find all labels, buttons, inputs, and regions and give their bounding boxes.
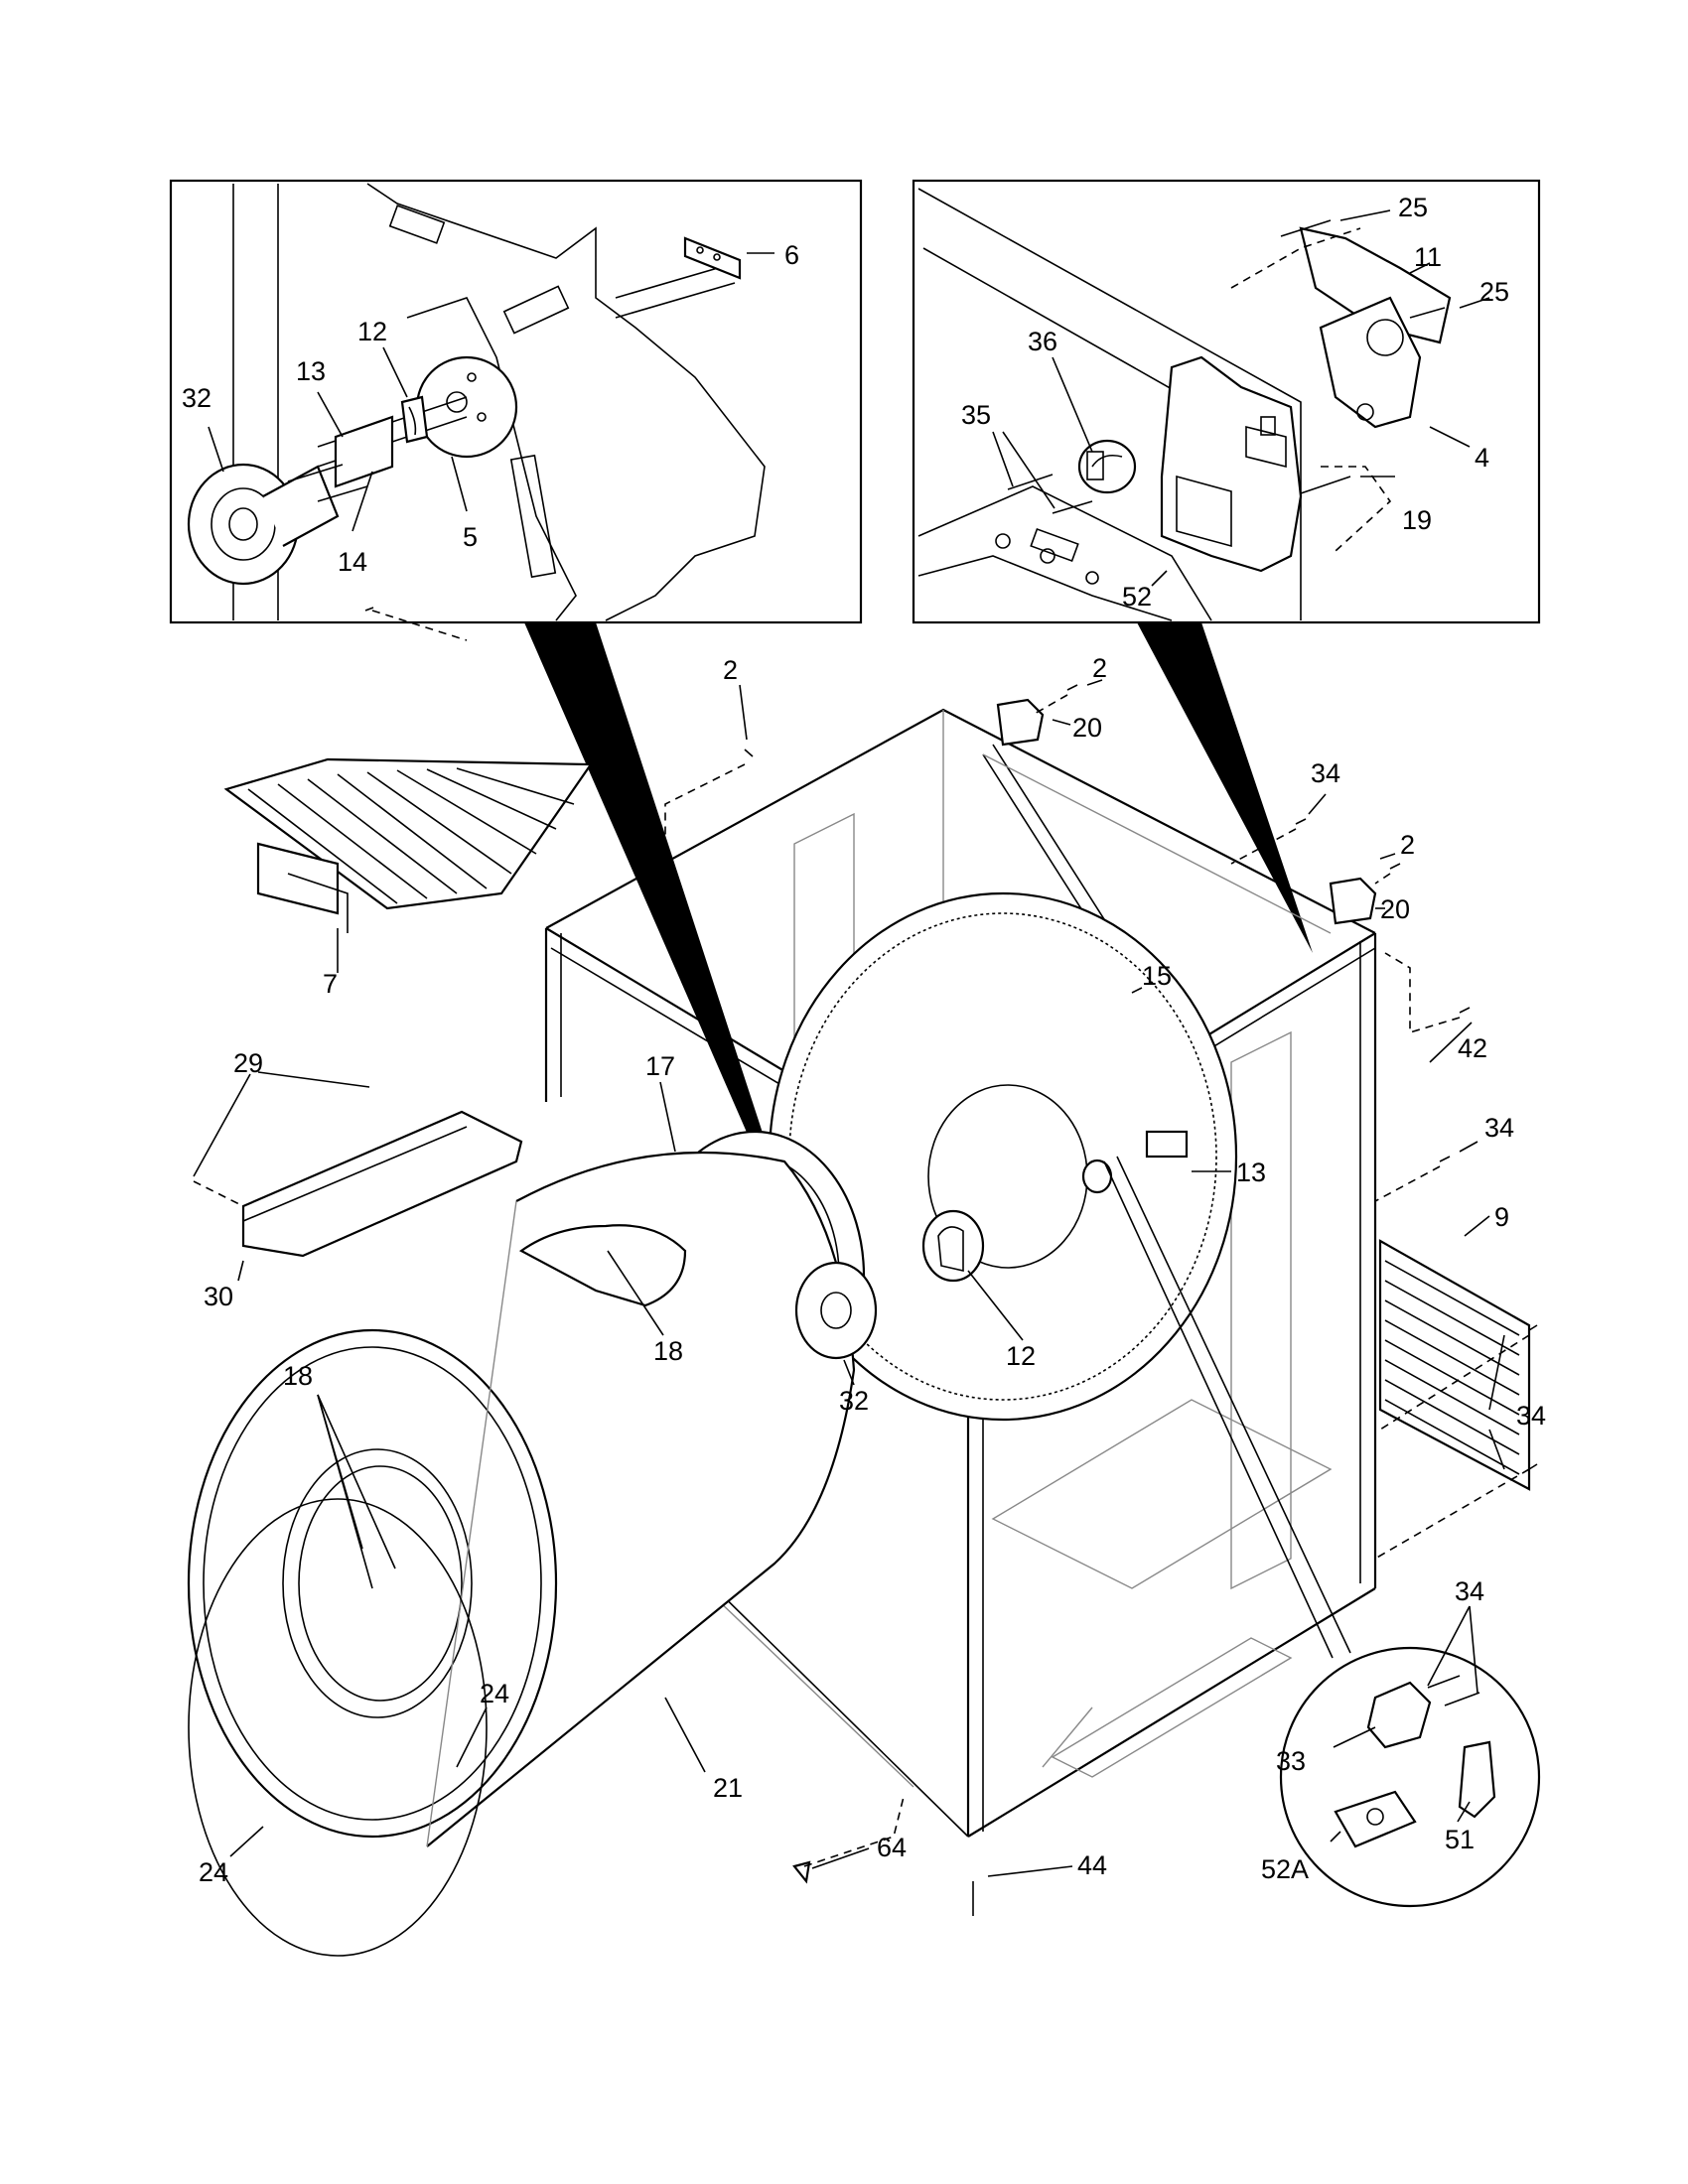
label-32-main: 32	[839, 1386, 869, 1416]
label-51: 51	[1445, 1825, 1475, 1854]
label-34-c: 34	[1516, 1401, 1546, 1431]
label-20-a: 20	[1072, 713, 1102, 743]
label-64: 64	[877, 1833, 907, 1862]
label-34-b: 34	[1484, 1113, 1514, 1143]
label-36: 36	[1028, 327, 1057, 356]
label-11: 11	[1414, 242, 1442, 272]
thermostat-detail-inset: 25 11 25 36 35 4 19 52	[912, 179, 1541, 624]
label-21: 21	[713, 1773, 743, 1803]
label-35: 35	[961, 400, 991, 430]
label-30: 30	[204, 1282, 233, 1311]
label-52: 52	[1122, 582, 1152, 612]
label-9: 9	[1494, 1202, 1509, 1232]
label-24-a: 24	[480, 1679, 509, 1708]
label-24-b: 24	[199, 1857, 228, 1887]
label-2-c: 2	[1400, 830, 1415, 860]
label-6: 6	[784, 240, 799, 270]
label-12-main: 12	[1006, 1341, 1036, 1371]
label-52A: 52A	[1261, 1854, 1309, 1884]
label-12-inset: 12	[357, 317, 387, 346]
label-7: 7	[323, 969, 338, 999]
label-4: 4	[1475, 443, 1489, 473]
callout-wedges	[524, 622, 1313, 1276]
label-25-top: 25	[1398, 193, 1428, 222]
label-2-a: 2	[723, 655, 738, 685]
label-33: 33	[1276, 1746, 1306, 1776]
label-13-main: 13	[1236, 1158, 1266, 1187]
label-18-b: 18	[283, 1361, 313, 1391]
label-14: 14	[338, 547, 367, 577]
label-34-a: 34	[1311, 758, 1340, 788]
label-5: 5	[463, 522, 478, 552]
label-20-b: 20	[1380, 894, 1410, 924]
label-18-a: 18	[653, 1336, 683, 1366]
label-25-right: 25	[1479, 277, 1509, 307]
label-13-inset: 13	[296, 356, 326, 386]
label-2-b: 2	[1092, 653, 1107, 683]
drum-support-detail-inset: 6 12 13 32 14 5	[169, 179, 863, 624]
label-32-inset: 32	[182, 383, 211, 413]
label-15: 15	[1142, 961, 1172, 991]
main-cabinet-assembly: 2 20 2 34 2 20 7 15 42 29 17 34 13 9 30 …	[187, 607, 1546, 1957]
label-44: 44	[1077, 1850, 1107, 1880]
label-17: 17	[645, 1051, 675, 1081]
label-29: 29	[233, 1048, 263, 1078]
label-19: 19	[1402, 505, 1432, 535]
label-42: 42	[1458, 1033, 1487, 1063]
label-34-circle: 34	[1455, 1576, 1484, 1606]
